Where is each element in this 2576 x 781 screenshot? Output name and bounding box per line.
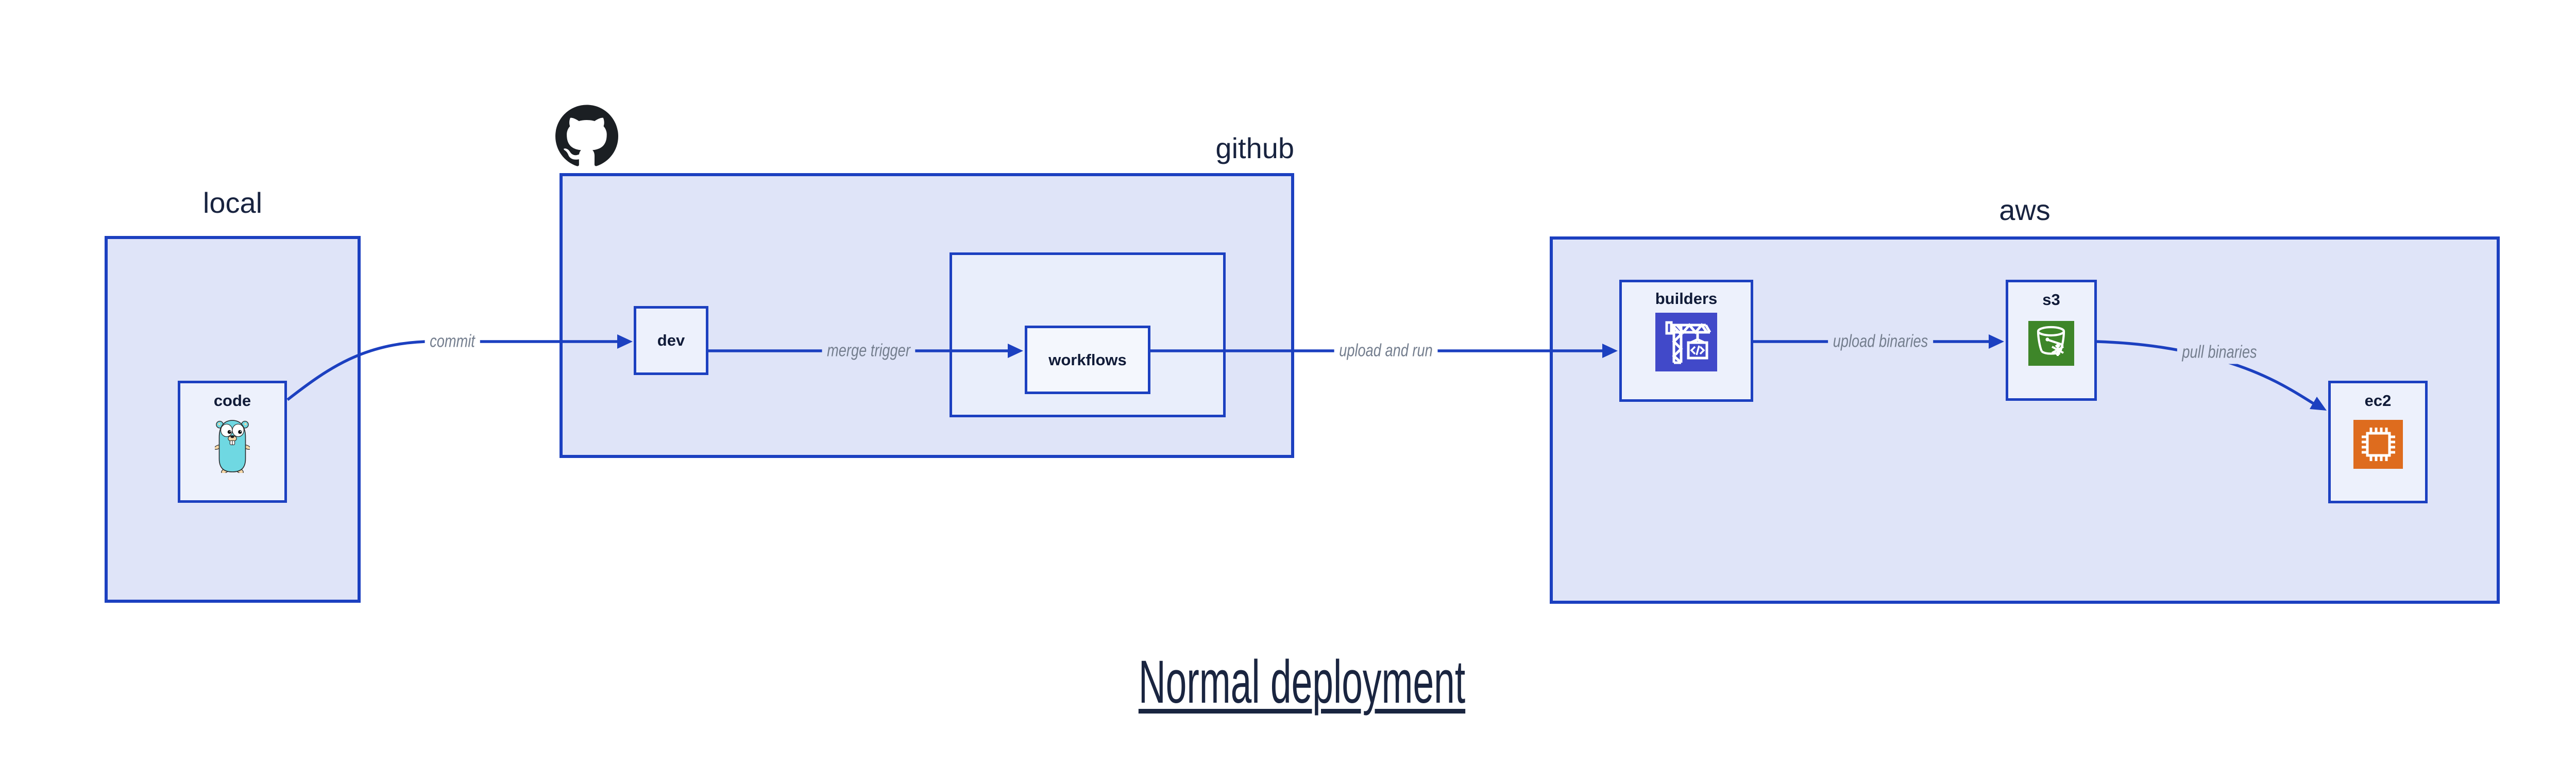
node-workflows: workflows xyxy=(1025,326,1150,394)
node-code-label: code xyxy=(213,392,251,410)
group-label-aws: aws xyxy=(1999,194,2050,226)
node-ec2-label: ec2 xyxy=(2364,392,2392,410)
codebuild-crane-icon xyxy=(1655,313,1717,371)
edge-label-merge-trigger: merge trigger xyxy=(822,339,916,363)
node-code: code xyxy=(178,381,287,503)
s3-bucket-icon xyxy=(2028,321,2074,366)
go-gopher-icon xyxy=(215,420,250,473)
github-octocat-icon xyxy=(555,105,618,166)
diagram-title: Normal deployment xyxy=(1138,648,1466,716)
node-dev-label: dev xyxy=(657,331,685,349)
node-ec2: ec2 xyxy=(2328,381,2428,503)
node-s3: s3 xyxy=(2006,280,2097,401)
node-builders: builders xyxy=(1619,280,1753,402)
edge-label-pull-binaries: pull binaries xyxy=(2177,341,2262,364)
node-workflows-label: workflows xyxy=(1048,350,1127,369)
ec2-chip-icon xyxy=(2353,420,2403,469)
group-label-local: local xyxy=(202,186,263,219)
group-label-github: github xyxy=(1215,132,1294,164)
edge-label-commit: commit xyxy=(425,330,480,353)
edge-label-upload-and-run: upload and run xyxy=(1334,339,1438,363)
node-dev: dev xyxy=(634,306,708,375)
edge-label-upload-binaries: upload binaries xyxy=(1828,330,1933,353)
node-builders-label: builders xyxy=(1655,290,1718,308)
node-s3-label: s3 xyxy=(2042,291,2060,309)
